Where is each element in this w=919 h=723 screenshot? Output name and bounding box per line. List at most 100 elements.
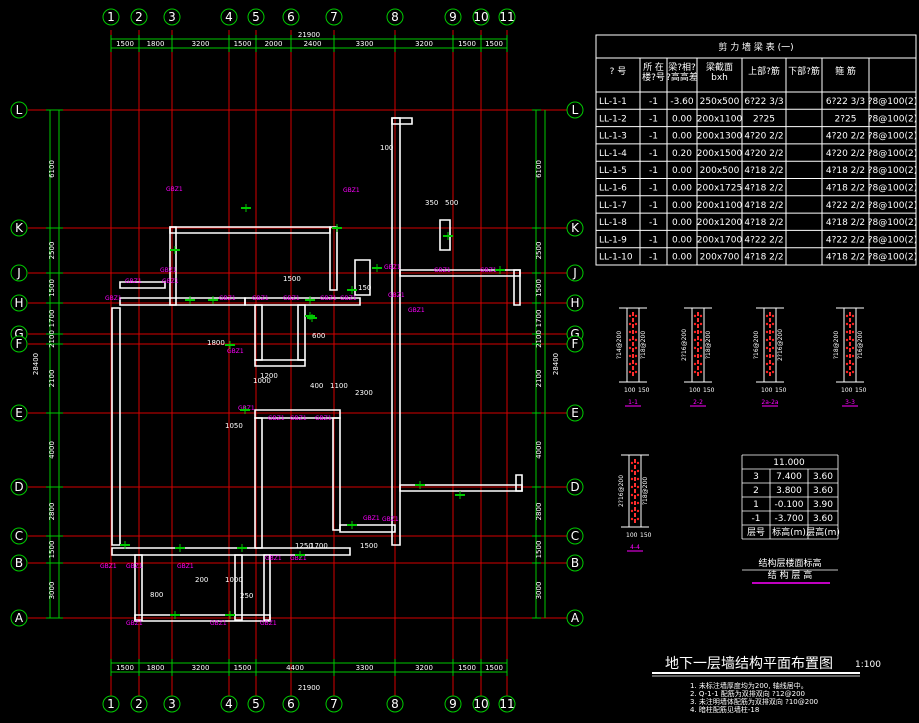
- dimension-label: 1800: [147, 664, 165, 672]
- plan-annotation: 500: [445, 199, 458, 207]
- wall-tag: GBZ1: [162, 278, 179, 285]
- plan-annotation: 1250: [295, 542, 313, 550]
- beam-table-cell: 200x1500: [697, 149, 743, 159]
- grid-label-row: B: [15, 556, 23, 570]
- grid-label-row: H: [570, 296, 579, 310]
- wall-tag: GBZ1: [408, 307, 425, 314]
- beam-table-cell: 200x1700: [697, 235, 743, 245]
- beam-table-header: 上部?筋: [748, 65, 780, 77]
- wall-tag: GBZ1: [340, 295, 357, 302]
- dimension-label: 6100: [535, 160, 543, 178]
- hatch-mark: [332, 224, 342, 232]
- grid-label-row: D: [570, 480, 579, 494]
- section-label: 3-3: [845, 399, 855, 406]
- wall-tag: GBZ1: [252, 295, 269, 302]
- grid-bubble-row-E: E: [10, 404, 28, 422]
- grid-bubble-row-F: F: [566, 335, 584, 353]
- beam-table-cell: 2?25: [835, 114, 857, 124]
- section-rebar-right: ?16@200: [857, 331, 864, 359]
- drawing-note: 1. 未标注墙厚度均为200, 轴线居中。: [690, 681, 808, 690]
- dimension-label: 4000: [48, 441, 56, 459]
- grid-label-col: 11: [499, 697, 514, 711]
- plan-annotation: 1000: [253, 377, 271, 385]
- dimension-label: 3300: [356, 40, 374, 48]
- hatch-mark: [347, 286, 357, 294]
- grid-bubble-row-B: B: [10, 554, 28, 572]
- beam-table-cell: -1: [649, 235, 658, 245]
- beam-table-cell: ?8@100(2): [868, 132, 917, 142]
- plan-annotation: 1200: [260, 372, 278, 380]
- section-rebar-right: 2?16@200: [777, 329, 784, 361]
- beam-table-cell: -1: [649, 253, 658, 263]
- beam-table-cell: 4?20 2/2: [826, 132, 865, 142]
- dimension-label: 1500: [48, 541, 56, 559]
- dimension-label: 2400: [304, 40, 322, 48]
- grid-label-row: L: [16, 103, 23, 117]
- wall-tag: GBZ1: [227, 348, 244, 355]
- dimension-label: 2100: [535, 330, 543, 348]
- dimension-label: 6100: [48, 160, 56, 178]
- dimension-total: 21900: [298, 31, 320, 39]
- level-table-cell: -3.700: [774, 514, 803, 524]
- grid-label-col: 5: [252, 697, 260, 711]
- grid-bubble-col-9: 9: [444, 695, 462, 713]
- beam-table-header: 梁截面: [706, 61, 733, 73]
- plan-annotation: 1100: [330, 382, 348, 390]
- dimension-label: 2100: [48, 330, 56, 348]
- beam-table-cell: 250x500: [700, 97, 740, 107]
- hatch-mark: [240, 406, 250, 414]
- beam-table-cell: 0.00: [672, 166, 692, 176]
- drawing-scale: 1:100: [855, 660, 881, 670]
- grid-bubble-row-B: B: [566, 554, 584, 572]
- section-label: 2-2: [693, 399, 703, 406]
- beam-table-cell: LL-1-3: [599, 132, 627, 142]
- beam-table-header: bxh: [711, 73, 728, 83]
- beam-table-cell: LL-1-6: [599, 184, 627, 194]
- section-rebar-right: ?18@200: [640, 331, 647, 359]
- grid-label-col: 8: [391, 697, 399, 711]
- grid-bubble-col-4: 4: [220, 695, 238, 713]
- grid-bubble-row-F: F: [10, 335, 28, 353]
- grid-bubble-col-6: 6: [282, 8, 300, 26]
- dimension-label: 2500: [48, 242, 56, 260]
- grid-label-row: F: [572, 337, 579, 351]
- grid-label-row: K: [15, 221, 24, 235]
- hatch-mark: [372, 264, 382, 272]
- drawing-title-block: 地下一层墙结构平面布置图 1:100 1. 未标注墙厚度均为200, 轴线居中。…: [652, 656, 881, 714]
- grid-label-col: 3: [168, 697, 176, 711]
- beam-table-header: 下部?筋: [788, 65, 820, 77]
- beam-table-cell: ?8@100(2): [868, 97, 917, 107]
- section-rebar-left: 2?16@200: [618, 475, 625, 507]
- beam-table-cell: LL-1-8: [599, 218, 627, 228]
- level-table-cell: -1: [752, 514, 761, 524]
- plan-annotations: 1500100020012004008001000180017001250250…: [150, 144, 458, 600]
- beam-table-cell: ?8@100(2): [868, 253, 917, 263]
- beam-table-cell: -1: [649, 132, 658, 142]
- hatch-mark: [305, 296, 315, 304]
- grid-bubble-col-8: 8: [386, 8, 404, 26]
- plan-annotation: 2300: [355, 389, 373, 397]
- beam-table-cell: 4?18 2/2: [744, 166, 783, 176]
- grid-bubble-row-H: H: [10, 294, 28, 312]
- hatch-mark: [443, 232, 453, 240]
- beam-table-cell: 200x1300: [697, 132, 743, 142]
- beam-table-cell: 2?25: [753, 114, 775, 124]
- grid-bubble-col-10: 10: [472, 8, 490, 26]
- section-rebar-left: 2?16@200: [681, 329, 688, 361]
- beam-table-cell: 200x1725: [697, 184, 742, 194]
- beam-table-cell: 4?18 2/2: [826, 218, 865, 228]
- plan-annotation: 600: [312, 332, 325, 340]
- grid-label-row: C: [15, 529, 23, 543]
- plan-annotation: 1700: [310, 542, 328, 550]
- dimension-label: 1500: [116, 40, 134, 48]
- dimension-label: 4400: [286, 664, 304, 672]
- beam-table-cell: 6?22 3/3: [826, 97, 865, 107]
- section-dim: 150: [640, 532, 652, 539]
- hatch-mark: [241, 204, 251, 212]
- wall-tag: GBZ1: [160, 267, 177, 274]
